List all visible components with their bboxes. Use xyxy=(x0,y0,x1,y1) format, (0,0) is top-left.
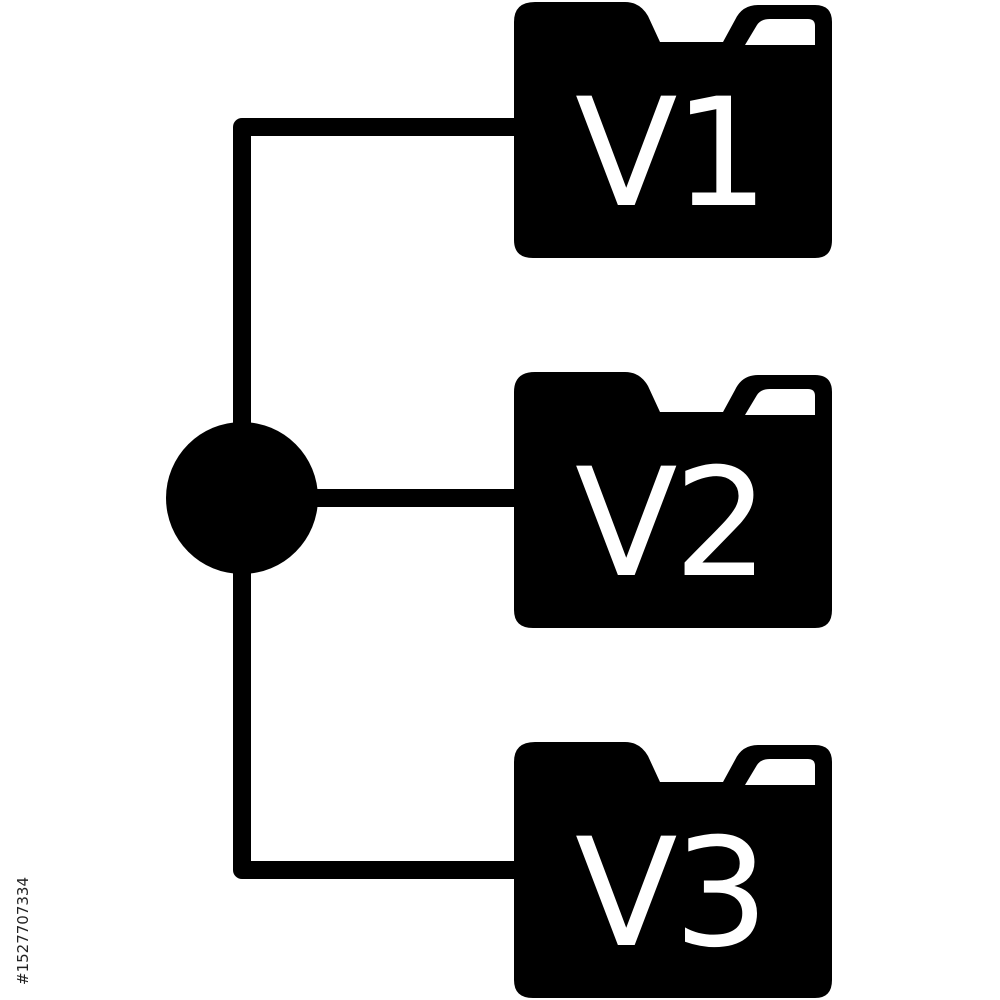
folder-tab-highlight xyxy=(745,389,815,415)
folder-label-v3: V3 xyxy=(575,807,765,981)
connector-to-v1 xyxy=(233,118,524,449)
connector-lines xyxy=(233,118,524,879)
folder-icon xyxy=(514,372,832,628)
folder-tab-highlight xyxy=(745,759,815,785)
folder-label-v2: V2 xyxy=(575,437,765,611)
folder-label-v1: V1 xyxy=(575,67,765,241)
hub-node xyxy=(166,422,318,574)
connector-to-v3 xyxy=(233,551,524,879)
stock-id-label: #1527707334 xyxy=(14,876,32,985)
folder-v3: V3 xyxy=(514,742,832,998)
folder-icon xyxy=(514,2,832,258)
folder-v1: V1 xyxy=(514,2,832,258)
folder-tab-highlight xyxy=(745,19,815,45)
folder-icon xyxy=(514,742,832,998)
folder-v2: V2 xyxy=(514,372,832,628)
